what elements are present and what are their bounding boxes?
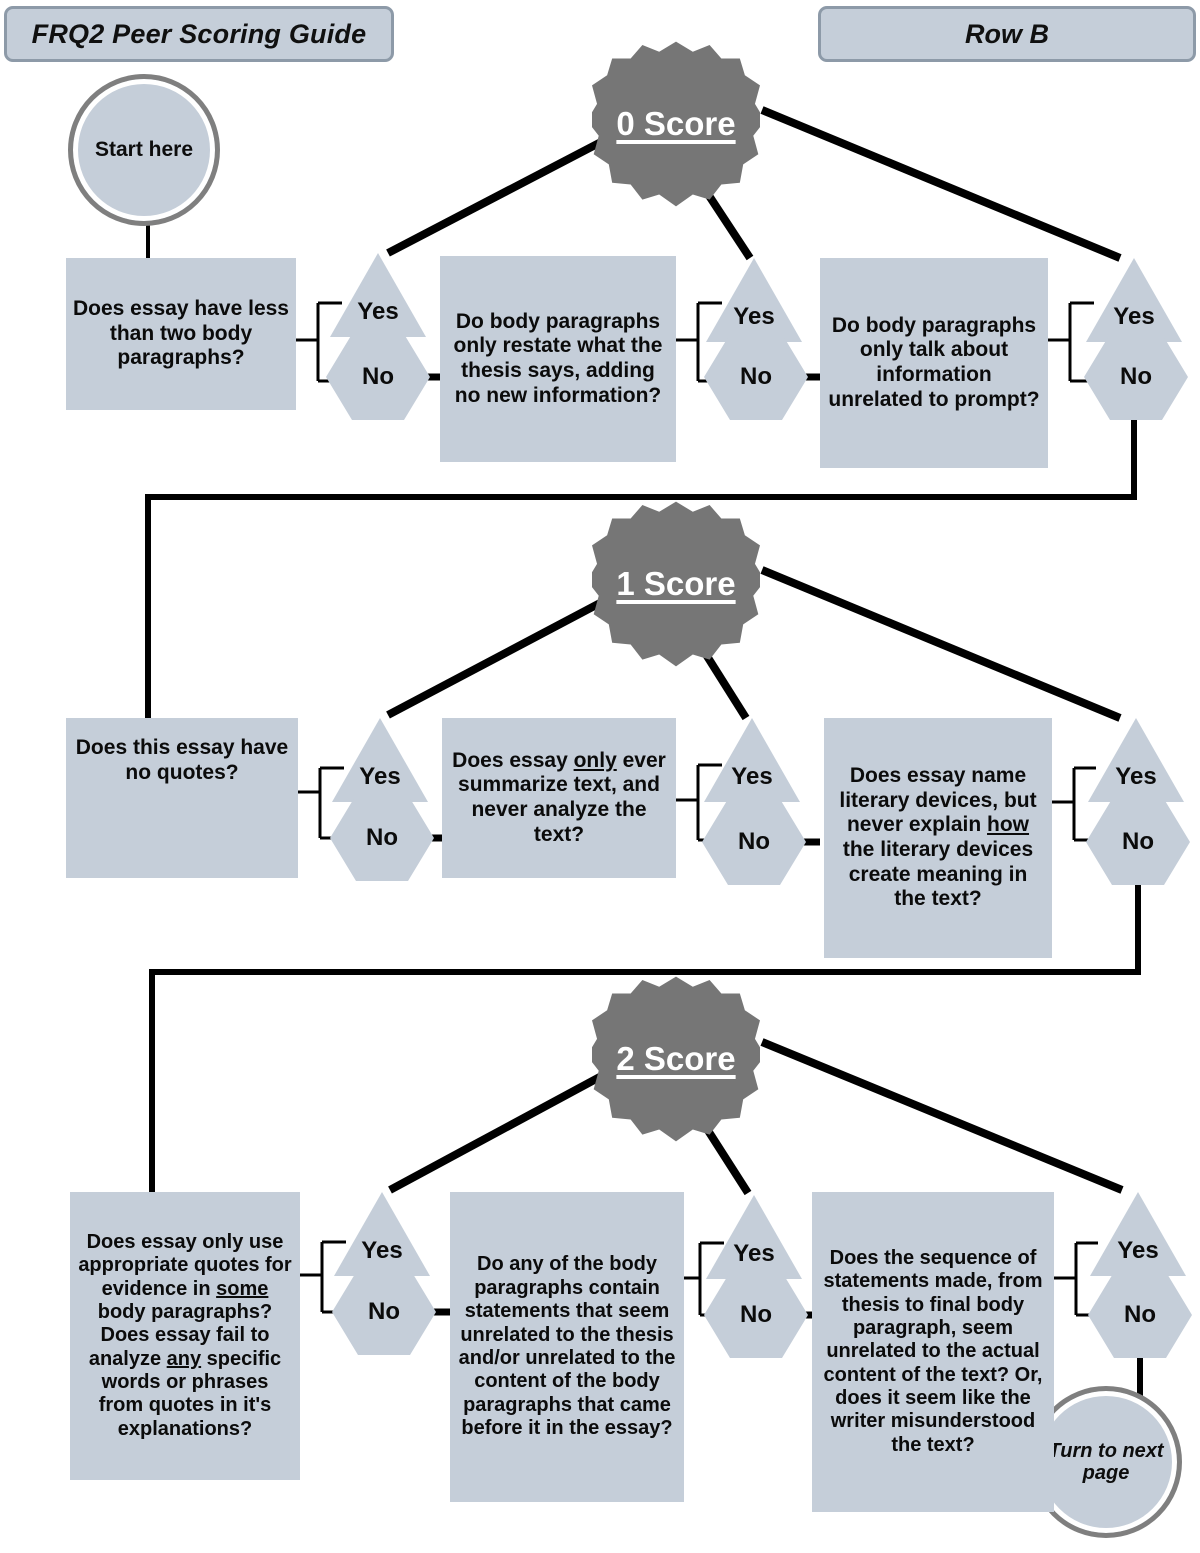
question-box-2-0: Does essay only use appropriate quotes f… xyxy=(70,1192,300,1480)
score-burst-2: 2 Score xyxy=(592,975,760,1143)
burst-shape xyxy=(592,41,760,207)
end-node-label: Turn to next page xyxy=(1048,1439,1164,1484)
yes-label: Yes xyxy=(1115,763,1157,790)
burst-shape xyxy=(592,501,760,667)
question-text: Do body paragraphs only restate what the… xyxy=(453,309,663,407)
question-text: Does essay have less than two body parag… xyxy=(73,297,289,370)
question-text: Does essay only use appropriate quotes f… xyxy=(78,1230,292,1440)
no-node-0-0: No xyxy=(326,334,430,420)
question-text: Does the sequence of statements made, fr… xyxy=(823,1246,1043,1456)
no-label: No xyxy=(366,824,398,851)
no-label: No xyxy=(1124,1301,1156,1328)
question-box-1-1: Does essay only ever summarize text, and… xyxy=(442,718,676,878)
question-text: Does essay name literary devices, but ne… xyxy=(839,764,1037,911)
no-node-2-0: No xyxy=(332,1269,436,1355)
question-text: Do body paragraphs only talk about infor… xyxy=(828,313,1040,411)
end-node: Turn to next page xyxy=(1030,1386,1182,1538)
score-burst-1-label: 1 Score xyxy=(616,565,736,602)
question-box-1-0: Does this essay have no quotes? xyxy=(66,718,298,878)
no-node-0-2: No xyxy=(1084,334,1188,420)
question-box-0-1: Do body paragraphs only restate what the… xyxy=(440,256,676,462)
score-burst-0: 0 Score xyxy=(592,40,760,208)
question-box-2-1: Do any of the body paragraphs contain st… xyxy=(450,1192,684,1502)
start-node-label: Start here xyxy=(94,138,194,162)
start-node: Start here xyxy=(68,74,220,226)
yes-label: Yes xyxy=(359,763,401,790)
yes-label: Yes xyxy=(733,1240,775,1267)
no-label: No xyxy=(362,363,394,390)
no-node-2-1: No xyxy=(704,1272,808,1358)
row-label: Row B xyxy=(965,18,1049,49)
no-label: No xyxy=(368,1298,400,1325)
row-label-banner: Row B xyxy=(818,6,1196,62)
yes-label: Yes xyxy=(361,1237,403,1264)
score-burst-2-label: 2 Score xyxy=(616,1040,736,1077)
no-node-1-2: No xyxy=(1086,799,1190,885)
no-label: No xyxy=(1120,363,1152,390)
yes-label: Yes xyxy=(1113,303,1155,330)
no-label: No xyxy=(738,828,770,855)
question-text: Does this essay have no quotes? xyxy=(75,736,289,784)
yes-label: Yes xyxy=(731,763,773,790)
question-box-0-2: Do body paragraphs only talk about infor… xyxy=(820,258,1048,468)
yes-label: Yes xyxy=(357,298,399,325)
score-burst-0-label: 0 Score xyxy=(616,105,736,142)
no-label: No xyxy=(740,1301,772,1328)
yes-label: Yes xyxy=(733,303,775,330)
no-node-2-2: No xyxy=(1088,1272,1192,1358)
burst-shape xyxy=(592,976,760,1142)
score-burst-1: 1 Score xyxy=(592,500,760,668)
question-text: Do any of the body paragraphs contain st… xyxy=(458,1253,676,1440)
page-title-banner: FRQ2 Peer Scoring Guide xyxy=(4,6,394,62)
question-box-1-2: Does essay name literary devices, but ne… xyxy=(824,718,1052,958)
no-label: No xyxy=(740,363,772,390)
yes-label: Yes xyxy=(1117,1237,1159,1264)
question-text: Does essay only ever summarize text, and… xyxy=(452,748,666,846)
page-title: FRQ2 Peer Scoring Guide xyxy=(31,18,367,49)
no-label: No xyxy=(1122,828,1154,855)
question-box-0-0: Does essay have less than two body parag… xyxy=(66,258,296,410)
question-box-2-2: Does the sequence of statements made, fr… xyxy=(812,1192,1054,1512)
